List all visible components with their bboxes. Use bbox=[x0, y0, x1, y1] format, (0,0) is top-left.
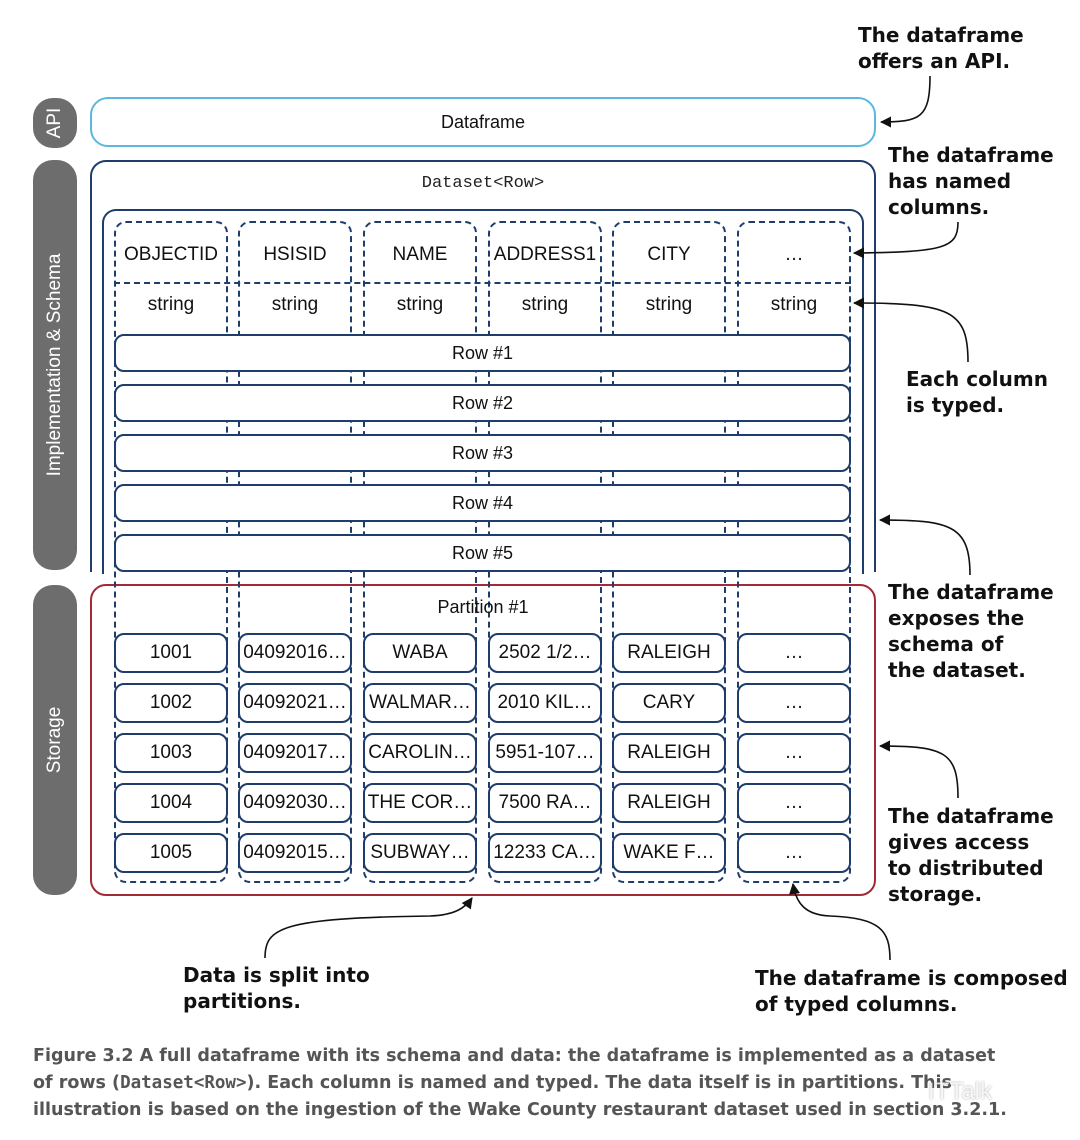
partition-cell: 1003 bbox=[114, 733, 228, 773]
storage-side-label: Storage bbox=[33, 585, 77, 895]
partition-cell: CAROLIN… bbox=[363, 733, 477, 773]
annotation-storage: The dataframe gives access to distribute… bbox=[888, 804, 1054, 906]
partition-cell: … bbox=[737, 633, 851, 673]
caption-line-3: illustration is based on the ingestion o… bbox=[33, 1100, 1007, 1120]
column-header: HSISID bbox=[263, 244, 327, 265]
api-dataframe-box: Dataframe bbox=[90, 97, 876, 147]
partition-cell: … bbox=[737, 683, 851, 723]
schema-frame bbox=[102, 209, 864, 574]
api-dataframe-label: Dataframe bbox=[440, 111, 526, 132]
partition-cell: CARY bbox=[612, 683, 726, 723]
partition-cell: 04092017… bbox=[238, 733, 352, 773]
row-bar: Row #4 bbox=[114, 484, 851, 522]
partition-cell: THE COR… bbox=[363, 783, 477, 823]
column-header: NAME bbox=[392, 244, 448, 265]
row-bar: Row #1 bbox=[114, 334, 851, 372]
partition-cell: … bbox=[737, 783, 851, 823]
caption-line-2: of rows (Dataset<Row>). Each column is n… bbox=[33, 1070, 1073, 1097]
header-divider bbox=[114, 282, 851, 284]
caption-line-1: Figure 3.2 A full dataframe with its sch… bbox=[33, 1046, 996, 1066]
partition-cell: 2502 1/2… bbox=[488, 633, 602, 673]
partition-cell: SUBWAY… bbox=[363, 833, 477, 873]
row-bar: Row #3 bbox=[114, 434, 851, 472]
column-header: OBJECTID bbox=[124, 244, 218, 265]
caption-code: Dataset<Row> bbox=[120, 1073, 247, 1093]
api-side-label: API bbox=[33, 98, 77, 148]
column-header: CITY bbox=[647, 244, 691, 265]
column-type: string bbox=[271, 294, 319, 315]
partition-cell: … bbox=[737, 833, 851, 873]
partition-cell: 04092016… bbox=[238, 633, 352, 673]
annotation-partitions: Data is split into partitions. bbox=[183, 963, 370, 1013]
row-bar: Row #2 bbox=[114, 384, 851, 422]
row-bar: Row #5 bbox=[114, 534, 851, 572]
arrow-api bbox=[879, 75, 931, 128]
annotation-typed: Each column is typed. bbox=[906, 367, 1048, 417]
partition-cell: 5951-107… bbox=[488, 733, 602, 773]
caption-line-2-end: ). Each column is named and typed. The d… bbox=[246, 1073, 952, 1093]
partition-cell: 1004 bbox=[114, 783, 228, 823]
impl-side-text: Implementation & Schema bbox=[44, 253, 65, 477]
caption-line-2-start: of rows ( bbox=[33, 1073, 121, 1093]
figure-caption: Figure 3.2 A full dataframe with its sch… bbox=[33, 1043, 1073, 1124]
partition-cell: 1005 bbox=[114, 833, 228, 873]
partition-cell: RALEIGH bbox=[612, 633, 726, 673]
arrow-storage bbox=[878, 740, 959, 799]
partition-cell: … bbox=[737, 733, 851, 773]
partition-cell: 04092015… bbox=[238, 833, 352, 873]
column-type: string bbox=[147, 294, 195, 315]
partition-cell: 12233 CA… bbox=[488, 833, 602, 873]
dataset-frame bbox=[90, 160, 876, 572]
arrow-schema bbox=[878, 514, 971, 576]
partition-cell: WAKE F… bbox=[612, 833, 726, 873]
arrow-partitions bbox=[264, 897, 473, 959]
storage-side-text: Storage bbox=[44, 706, 65, 774]
partition-cell: 7500 RA… bbox=[488, 783, 602, 823]
partition-label: Partition #1 bbox=[437, 597, 529, 617]
column-type: string bbox=[396, 294, 444, 315]
partition-cell: WABA bbox=[363, 633, 477, 673]
watermark-text: ITTalk bbox=[928, 1078, 993, 1105]
partition-cell: 04092021… bbox=[238, 683, 352, 723]
column-type: string bbox=[521, 294, 569, 315]
partition-cell: RALEIGH bbox=[612, 733, 726, 773]
dataset-label: Dataset<Row> bbox=[421, 174, 545, 193]
partition-cell: 2010 KIL… bbox=[488, 683, 602, 723]
column-header: ADDRESS1 bbox=[493, 244, 597, 265]
partition-cell: 1002 bbox=[114, 683, 228, 723]
partition-cell: 04092030… bbox=[238, 783, 352, 823]
watermark: ITTalk bbox=[928, 1078, 992, 1106]
annotation-composed: The dataframe is composed of typed colum… bbox=[755, 966, 1068, 1016]
annotation-schema: The dataframe exposes the schema of the … bbox=[888, 580, 1054, 682]
storage-frame bbox=[90, 584, 876, 896]
annotation-api: The dataframe offers an API. bbox=[858, 23, 1024, 73]
impl-side-label: Implementation & Schema bbox=[33, 160, 77, 570]
partition-cell: WALMAR… bbox=[363, 683, 477, 723]
column-header: … bbox=[784, 244, 804, 265]
api-side-text: API bbox=[44, 107, 65, 139]
annotation-named-columns: The dataframe has named columns. bbox=[888, 143, 1054, 219]
partition-cell: 1001 bbox=[114, 633, 228, 673]
column-type: string bbox=[770, 294, 818, 315]
partition-cell: RALEIGH bbox=[612, 783, 726, 823]
column-type: string bbox=[645, 294, 693, 315]
